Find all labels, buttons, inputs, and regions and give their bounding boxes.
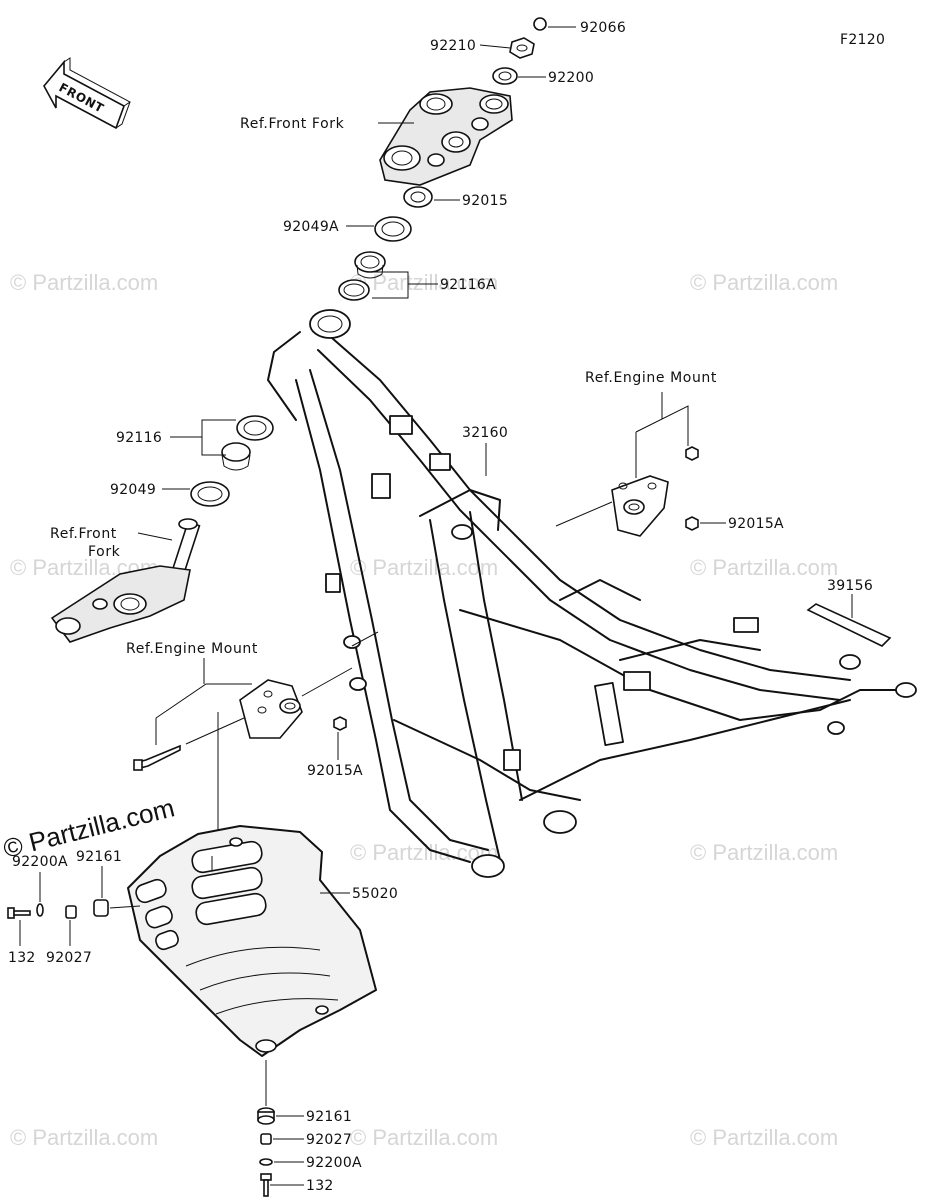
part-92015A-right-nut-lower[interactable] xyxy=(685,516,699,531)
label-92015A-right: 92015A xyxy=(728,516,784,532)
label-92161-bottom: 92161 xyxy=(306,1109,352,1125)
part-132-left-bolt[interactable] xyxy=(7,907,31,919)
part-92049A-seal[interactable] xyxy=(374,216,412,242)
part-92210-nut[interactable] xyxy=(509,37,535,59)
engine-mount-left[interactable] xyxy=(239,679,303,739)
front-direction-arrow: FRONT xyxy=(43,57,131,130)
watermark: © Partzilla.com xyxy=(10,270,158,295)
label-92116A: 92116A xyxy=(440,277,496,293)
part-92200A-bottom-washer[interactable] xyxy=(259,1158,273,1166)
label-55020: 55020 xyxy=(352,886,398,902)
label-92116: 92116 xyxy=(116,430,162,446)
label-92049: 92049 xyxy=(110,482,156,498)
engine-mount-right[interactable] xyxy=(611,475,669,537)
part-92049-seal[interactable] xyxy=(190,481,230,507)
main-frame-32160[interactable] xyxy=(267,309,917,878)
label-92066: 92066 xyxy=(580,20,626,36)
part-92015A-left-nut[interactable] xyxy=(333,716,347,731)
long-bolt-left[interactable] xyxy=(133,744,181,771)
label-92200: 92200 xyxy=(548,70,594,86)
label-92049A: 92049A xyxy=(283,219,339,235)
label-ref-engine-mount-left: Ref.Engine Mount xyxy=(126,641,258,657)
label-ref-front-fork-left-1: Ref.Front xyxy=(50,526,117,542)
label-39156: 39156 xyxy=(827,578,873,594)
label-92161-left: 92161 xyxy=(76,849,122,865)
label-ref-front-fork-left-2: Fork xyxy=(88,544,121,560)
label-ref-engine-mount-right: Ref.Engine Mount xyxy=(585,370,717,386)
part-92015A-right-nut[interactable] xyxy=(685,446,699,461)
label-132-bottom: 132 xyxy=(306,1178,334,1194)
label-92027-bottom: 92027 xyxy=(306,1132,352,1148)
watermark: © Partzilla.com xyxy=(350,555,498,580)
label-ref-front-fork-top: Ref.Front Fork xyxy=(240,116,345,132)
watermark: © Partzilla.com xyxy=(350,270,498,295)
part-92066-cap[interactable] xyxy=(533,17,547,31)
part-132-bottom-bolt[interactable] xyxy=(260,1173,272,1197)
skid-plate-55020[interactable] xyxy=(127,825,377,1057)
label-92210: 92210 xyxy=(430,38,476,54)
watermark: © Partzilla.com xyxy=(350,1125,498,1150)
part-92161-bottom-grommet[interactable] xyxy=(257,1107,275,1125)
upper-triple-clamp[interactable] xyxy=(379,87,513,186)
part-92027-left-collar[interactable] xyxy=(65,905,77,919)
label-132-left: 132 xyxy=(8,950,36,966)
watermark: © Partzilla.com xyxy=(690,840,838,865)
watermark: © Partzilla.com xyxy=(690,555,838,580)
label-32160: 32160 xyxy=(462,425,508,441)
watermark: © Partzilla.com xyxy=(10,1125,158,1150)
label-92200A-bottom: 92200A xyxy=(306,1155,362,1171)
part-92116-bearing[interactable] xyxy=(221,415,274,471)
part-92116A-bearing[interactable] xyxy=(338,251,386,301)
part-92015-nut[interactable] xyxy=(403,186,433,208)
label-92015: 92015 xyxy=(462,193,508,209)
watermark: © Partzilla.com xyxy=(690,270,838,295)
label-92027-left: 92027 xyxy=(46,950,92,966)
part-39156-strip[interactable] xyxy=(806,603,892,647)
label-92200A-left: 92200A xyxy=(12,854,68,870)
part-92161-left-grommet[interactable] xyxy=(93,899,109,917)
watermarks: © Partzilla.com © Partzilla.com © Partzi… xyxy=(0,270,838,1150)
lower-triple-clamp[interactable] xyxy=(50,518,201,643)
diagram-code: F2120 xyxy=(840,32,885,48)
part-92200-washer[interactable] xyxy=(492,67,518,85)
label-92015A-left: 92015A xyxy=(307,763,363,779)
watermark: © Partzilla.com xyxy=(690,1125,838,1150)
part-92200A-left-washer[interactable] xyxy=(36,903,44,917)
part-92027-bottom-collar[interactable] xyxy=(260,1133,272,1145)
